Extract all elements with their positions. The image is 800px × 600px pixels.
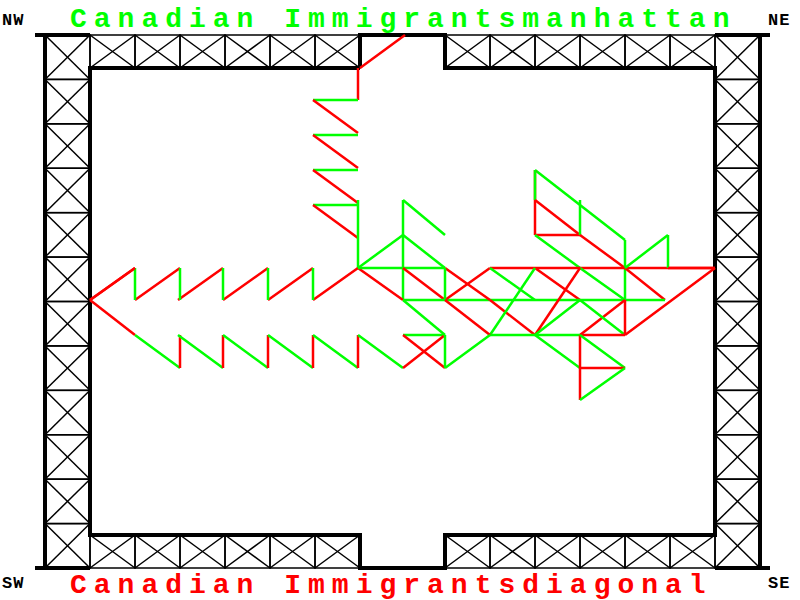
trace-line	[625, 268, 665, 300]
trace-line	[624, 300, 627, 335]
trace-line	[268, 268, 313, 300]
trace-line	[267, 268, 270, 300]
trace-line	[403, 335, 445, 368]
trace-line	[445, 268, 490, 300]
trace-line	[179, 335, 182, 368]
trace-line	[403, 200, 445, 235]
trace-line	[535, 268, 580, 300]
trace-line	[135, 335, 180, 368]
trace-line	[445, 268, 490, 300]
trace-line	[313, 100, 358, 133]
trace-line	[358, 335, 403, 368]
trace-line	[313, 169, 358, 172]
corner-label: NE	[768, 12, 790, 29]
trace-line	[268, 335, 313, 368]
trace-line	[580, 334, 625, 337]
trace-line	[223, 335, 268, 368]
trace-line	[134, 268, 137, 300]
trace-line	[357, 68, 360, 100]
trace-line	[358, 235, 403, 268]
trace-line	[445, 300, 490, 335]
trace-line	[580, 300, 625, 335]
trace-line	[313, 205, 358, 238]
trace-line	[534, 170, 537, 235]
trace-line	[90, 300, 135, 335]
trace-line	[312, 268, 315, 300]
trace-line	[580, 367, 625, 370]
trace-line	[403, 335, 445, 368]
trace-line	[313, 170, 358, 203]
trace-line	[358, 268, 403, 300]
trace-line	[580, 335, 625, 368]
trace-line	[313, 99, 358, 102]
trace-line	[313, 268, 358, 300]
trace-line	[535, 235, 580, 268]
trace-line	[490, 267, 715, 270]
trace-line	[535, 335, 580, 368]
trace-line	[580, 268, 625, 300]
trace-line	[135, 268, 180, 300]
trace-line	[312, 335, 315, 368]
lattice-wall	[45, 35, 760, 568]
trace-line	[313, 135, 358, 168]
trace-line	[313, 134, 358, 137]
trace-line	[668, 267, 715, 270]
player-title: Canadian Immigrantsdiagonal	[70, 572, 713, 600]
trace-line	[444, 268, 447, 300]
corner-label: SW	[2, 575, 24, 592]
trace-line	[580, 368, 625, 400]
border-line	[90, 35, 715, 568]
trace-line	[444, 335, 447, 368]
corner-label: NW	[2, 12, 24, 29]
trace-line	[357, 200, 360, 268]
corner-label: SE	[768, 575, 790, 592]
trace-line	[178, 268, 223, 300]
trace-line	[403, 334, 445, 337]
trace-line	[667, 235, 670, 268]
trace-line	[490, 300, 535, 335]
border-line	[43, 35, 47, 568]
trace-line	[402, 200, 405, 300]
trace-line	[403, 268, 445, 300]
trace-line	[535, 200, 580, 235]
border-line	[758, 35, 762, 568]
trace-line	[625, 268, 715, 335]
trace-line	[178, 335, 223, 368]
trace-paths	[90, 35, 715, 400]
trace-line	[580, 300, 625, 335]
trace-line	[490, 268, 535, 300]
trace-line	[222, 268, 225, 300]
trace-line	[625, 235, 668, 268]
trace-line	[90, 268, 135, 300]
player-title: Canadian Immigrantsmanhattan	[70, 6, 736, 34]
trace-line	[313, 204, 358, 207]
trace-line	[534, 170, 537, 200]
arena-border	[35, 35, 770, 568]
trace-line	[535, 234, 580, 237]
trace-line	[357, 335, 360, 368]
trace-line	[360, 35, 405, 68]
trace-line	[222, 335, 225, 368]
trace-line	[223, 268, 268, 300]
trace-line	[267, 335, 270, 368]
trace-line	[403, 235, 445, 268]
trace-line	[90, 268, 135, 300]
trace-line	[580, 235, 625, 268]
trace-line	[358, 267, 445, 270]
trace-line	[535, 300, 580, 335]
trace-line	[313, 335, 358, 368]
trace-line	[535, 268, 580, 335]
trace-line	[490, 268, 535, 335]
trace-line	[579, 200, 582, 235]
trace-line	[445, 335, 490, 368]
trace-line	[403, 300, 445, 335]
trace-line	[179, 268, 182, 300]
trace-line	[535, 170, 625, 240]
